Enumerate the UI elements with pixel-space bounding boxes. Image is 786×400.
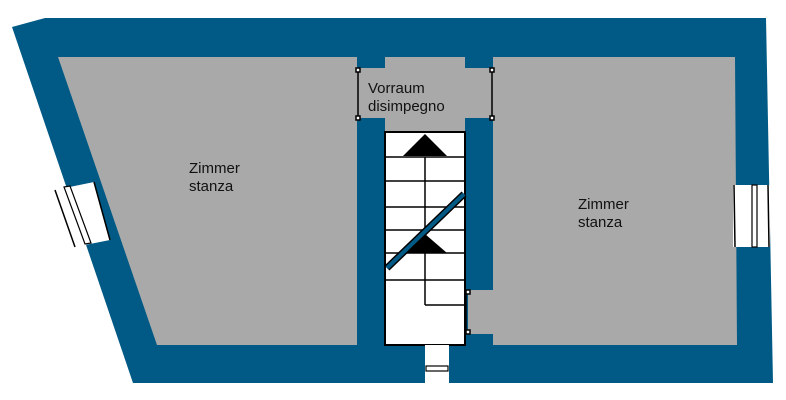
right-room-opening xyxy=(465,289,471,335)
vorraum-right-opening xyxy=(489,67,495,121)
right-room-floor xyxy=(493,57,737,345)
right-wall-window xyxy=(733,184,770,248)
vorraum-floor xyxy=(357,68,493,118)
staircase xyxy=(384,131,467,346)
stair-landing xyxy=(385,118,465,132)
vorraum-top-niche xyxy=(385,57,465,69)
right-room-niche xyxy=(468,290,494,334)
vorraum-left-opening xyxy=(355,67,361,121)
left-wall-window xyxy=(54,181,111,248)
stair-arrow-up-icon xyxy=(403,134,447,156)
right-room-label: Zimmer stanza xyxy=(578,196,629,231)
vorraum-label: Vorraum disimpegno xyxy=(368,80,445,115)
left-room-label: Zimmer stanza xyxy=(189,160,240,195)
left-room-floor xyxy=(58,57,357,345)
stair-arrow-up-icon xyxy=(403,234,447,253)
bottom-entrance-door xyxy=(425,345,449,383)
